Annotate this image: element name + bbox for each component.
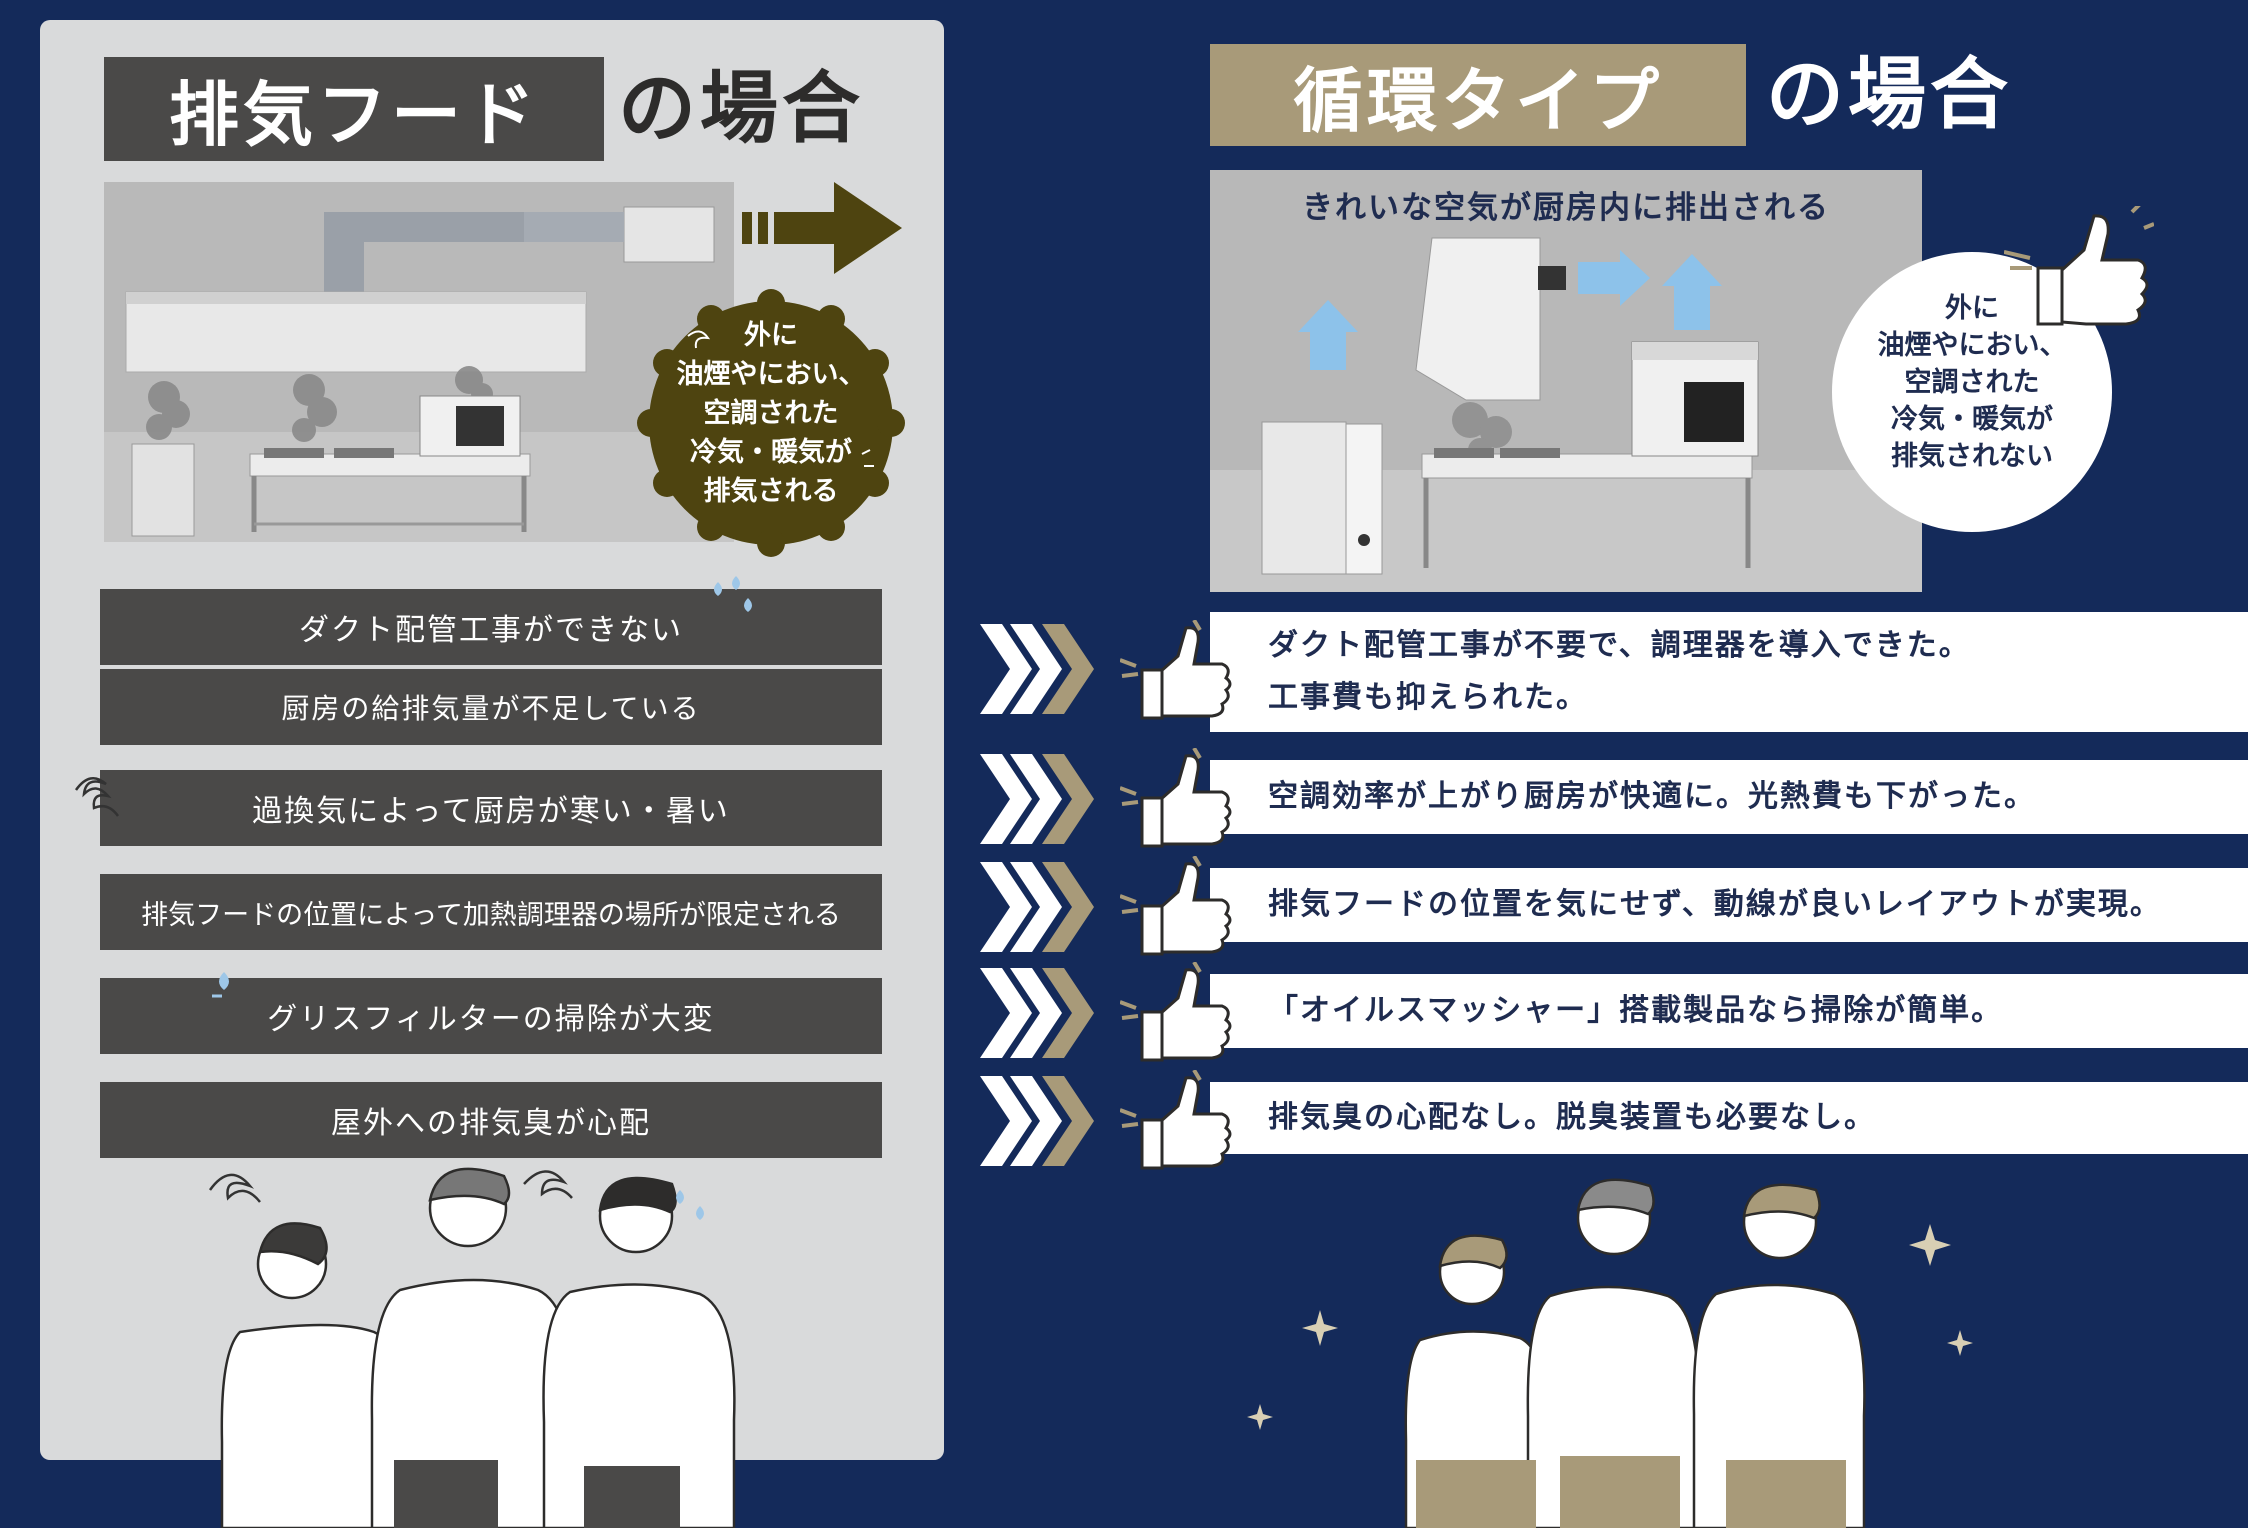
recirculation-badge-text: 外に 油煙やにおい、 空調された 冷気・暖気が 排気されない bbox=[1840, 290, 2104, 475]
badge-line: 冷気・暖気が bbox=[1891, 404, 2053, 435]
benefit-box: 排気フードの位置を気にせず、動線が良いレイアウトが実現。 bbox=[1210, 868, 2248, 942]
benefit-box: 排気臭の心配なし。脱臭装置も必要なし。 bbox=[1210, 1082, 2248, 1154]
problem-bar: 過換気によって厨房が寒い・暑い bbox=[100, 770, 882, 846]
chevrons-icon bbox=[980, 1076, 1094, 1166]
exhaust-badge-text: 外に 油煙やにおい、 空調された 冷気・暖気が 排気される bbox=[660, 316, 882, 511]
problem-bar: 厨房の給排気量が不足している bbox=[100, 669, 882, 745]
badge-line: 冷気・暖気が bbox=[690, 437, 852, 468]
right-title: 循環タイプ bbox=[1210, 44, 1746, 146]
right-title-suffix: の場合 bbox=[1766, 50, 2013, 140]
thumbs-up-icon bbox=[1120, 1070, 1232, 1170]
problem-bar: ダクト配管工事ができない bbox=[100, 589, 882, 665]
badge-line: 油煙やにおい、 bbox=[1877, 330, 2067, 361]
benefit-box: ダクト配管工事が不要で、調理器を導入できた。 工事費も抑えられた。 bbox=[1210, 612, 2248, 732]
exhaust-hood-illustration bbox=[104, 182, 734, 542]
thumbs-up-icon bbox=[1120, 856, 1232, 956]
sparkle-icon bbox=[1909, 1224, 1973, 1356]
exhaust-badge bbox=[637, 289, 905, 557]
problem-bar: 屋外への排気臭が心配 bbox=[100, 1082, 882, 1158]
thumbs-up-icon bbox=[1120, 620, 1232, 720]
badge-line: 外に bbox=[1945, 293, 1999, 324]
benefit-box: 空調効率が上がり厨房が快適に。光熱費も下がった。 bbox=[1210, 760, 2248, 834]
thumbs-up-icon bbox=[2004, 206, 2154, 326]
benefit-text: 空調効率が上がり厨房が快適に。光熱費も下がった。 bbox=[1268, 779, 2036, 814]
benefit-text: 「オイルスマッシャー」搭載製品なら掃除が簡単。 bbox=[1268, 993, 2004, 1028]
benefit-text: 工事費も抑えられた。 bbox=[1268, 680, 1588, 715]
thumbs-up-icon bbox=[1120, 748, 1232, 848]
worried-chefs-illustration bbox=[208, 1167, 736, 1528]
badge-line: 油煙やにおい、 bbox=[676, 359, 866, 390]
badge-line: 排気されない bbox=[1891, 441, 2053, 472]
sweat-drops-icon bbox=[714, 576, 752, 612]
sparkle-icon bbox=[1247, 1310, 1338, 1430]
benefit-text: 排気フードの位置を気にせず、動線が良いレイアウトが実現。 bbox=[1268, 887, 2162, 922]
illustration-caption: きれいな空気が厨房内に排出される bbox=[1302, 190, 1830, 226]
badge-line: 排気される bbox=[703, 476, 839, 507]
benefit-text: ダクト配管工事が不要で、調理器を導入できた。 bbox=[1268, 628, 1971, 663]
badge-line: 外に bbox=[744, 320, 798, 351]
chevrons-icon bbox=[980, 968, 1094, 1058]
problem-bar: グリスフィルターの掃除が大変 bbox=[100, 978, 882, 1054]
benefit-box: 「オイルスマッシャー」搭載製品なら掃除が簡単。 bbox=[1210, 974, 2248, 1048]
happy-chefs-illustration bbox=[1404, 1178, 1866, 1528]
chevrons-icon bbox=[980, 862, 1094, 952]
chevrons-icon bbox=[980, 754, 1094, 844]
badge-line: 空調された bbox=[703, 398, 839, 429]
benefit-text: 排気臭の心配なし。脱臭装置も必要なし。 bbox=[1268, 1100, 1876, 1135]
arrow-right-icon bbox=[742, 182, 902, 274]
badge-line: 空調された bbox=[1904, 367, 2040, 398]
left-title: 排気フード bbox=[104, 57, 604, 161]
left-title-suffix: の場合 bbox=[618, 64, 865, 154]
frustration-scribble-icon bbox=[74, 777, 120, 817]
recirculating-type-illustration bbox=[1210, 170, 1922, 592]
sweat-drop-icon bbox=[212, 972, 229, 998]
problem-bar: 排気フードの位置によって加熱調理器の場所が限定される bbox=[100, 874, 882, 950]
chevrons-icon bbox=[980, 624, 1094, 714]
thumbs-up-icon bbox=[1120, 962, 1232, 1062]
